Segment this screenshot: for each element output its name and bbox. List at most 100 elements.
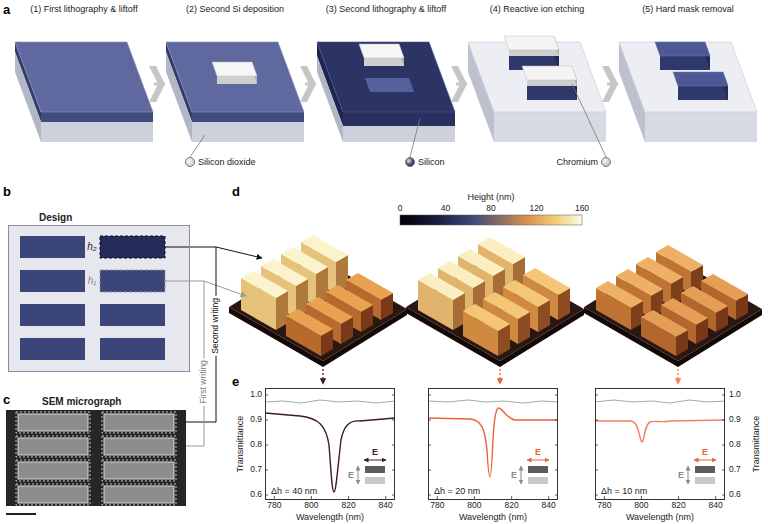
panel-letter: e <box>232 375 239 390</box>
sem-image <box>102 484 176 505</box>
design-layout <box>100 338 165 360</box>
afm-surface <box>406 237 584 367</box>
sem-image <box>102 460 176 481</box>
tick-label: 0 <box>398 204 403 214</box>
process-step: (4) Reactive ion etching <box>467 4 607 154</box>
height-symbol: h₂ <box>87 241 96 253</box>
design-layout <box>8 225 190 372</box>
process-illustration <box>15 36 757 142</box>
design-layout <box>165 247 190 248</box>
step-heading: (2) Second Si deposition <box>165 4 305 14</box>
material-sphere <box>601 157 611 167</box>
pointer-arrow <box>216 247 262 258</box>
sem-image <box>6 410 186 514</box>
sem-image <box>102 436 176 457</box>
process-illustration <box>619 42 757 142</box>
spectrum-plot: Δh = 40 nm <box>265 388 395 500</box>
tick-label: 0.9 <box>250 415 262 425</box>
tick-label: 0.8 <box>729 440 741 450</box>
sem-micrograph: SEM micrograph <box>6 410 186 506</box>
panel-letter: a <box>3 3 10 18</box>
afm-surface <box>286 309 333 356</box>
process-step: (3) Second lithography & liftoff <box>316 4 456 154</box>
height-symbol: h₁ <box>88 275 97 287</box>
step-heading: (1) First lithography & liftoff <box>14 4 154 14</box>
tick-label: 800 <box>467 501 481 511</box>
sem-image <box>16 436 90 457</box>
tick-label: 820 <box>672 501 686 511</box>
sem-image <box>16 460 90 481</box>
tick-label: 780 <box>267 501 281 511</box>
spectrum-curve <box>527 460 549 461</box>
axis-title: Wavelength (nm) <box>296 512 364 522</box>
spectrum-curve <box>265 395 395 500</box>
sem-image <box>104 462 174 479</box>
spectrum-curve <box>428 395 558 500</box>
design-layout <box>20 236 85 258</box>
plot-annotation: Δh = 40 nm <box>271 486 317 496</box>
sem-image <box>104 486 174 503</box>
sem-image <box>18 414 88 431</box>
field-label: E <box>348 470 354 480</box>
tick-label: 80 <box>486 204 495 214</box>
pointer-arrow <box>204 247 678 384</box>
afm-surface <box>241 271 288 330</box>
field-label: E <box>372 447 378 457</box>
field-label: E <box>702 447 708 457</box>
process-illustration <box>522 66 577 100</box>
panel-title: Design <box>39 212 72 224</box>
spectrum-plot: Δh = 20 nm <box>428 388 558 500</box>
panel-letter: c <box>3 393 10 408</box>
spectrum-curve <box>358 466 385 484</box>
tick-label: 0.6 <box>729 490 741 500</box>
leader-line <box>572 84 606 157</box>
spectrum-curve <box>265 413 395 492</box>
spectrum-curve <box>595 400 725 403</box>
spectrum-curve <box>595 395 725 500</box>
colorbar <box>400 215 582 225</box>
panel-title: SEM micrograph <box>42 396 121 408</box>
field-label: E <box>511 470 517 480</box>
tick-label: 0.8 <box>250 440 262 450</box>
axis-title: Transmittance <box>751 416 761 473</box>
plot-annotation: Δh = 20 nm <box>434 486 480 496</box>
process-step: (1) First lithography & liftoff <box>14 4 154 154</box>
step-heading: (3) Second lithography & liftoff <box>316 4 456 14</box>
axis-title: Height (nm) <box>467 192 514 202</box>
process-illustration <box>317 42 455 142</box>
spectrum-curve <box>688 466 715 484</box>
spectrum-curve <box>521 466 548 484</box>
process-chevron <box>154 83 165 86</box>
tick-label: 840 <box>542 501 556 511</box>
panel-letter: d <box>232 185 240 200</box>
tick-label: 820 <box>505 501 519 511</box>
colorbar <box>400 215 582 225</box>
material-sphere <box>405 157 415 167</box>
pointer-arrow <box>677 369 678 384</box>
leader-line <box>410 118 420 157</box>
panel-letter: b <box>3 185 11 200</box>
step-heading: (5) Hard mask removal <box>618 4 758 14</box>
sem-image <box>16 484 90 505</box>
tick-label: 40 <box>441 204 450 214</box>
tick-label: 0.9 <box>729 415 741 425</box>
tick-label: 800 <box>634 501 648 511</box>
material-name: Chromium <box>556 157 598 167</box>
process-illustration <box>359 44 404 66</box>
tick-label: 0.6 <box>250 490 262 500</box>
axis-title: Wavelength (nm) <box>459 512 527 522</box>
afm-surface <box>596 281 643 330</box>
sem-image <box>18 438 88 455</box>
material-name: Silicon dioxide <box>198 157 256 167</box>
design-layout <box>8 225 190 372</box>
pointer-arrow <box>499 369 500 384</box>
design-layout <box>20 270 85 292</box>
sem-image <box>18 486 88 503</box>
afm-surface <box>584 245 762 367</box>
afm-surface <box>229 235 407 367</box>
sem-image <box>16 412 176 505</box>
tick-label: 120 <box>529 204 543 214</box>
tick-label: 0.7 <box>729 465 741 475</box>
